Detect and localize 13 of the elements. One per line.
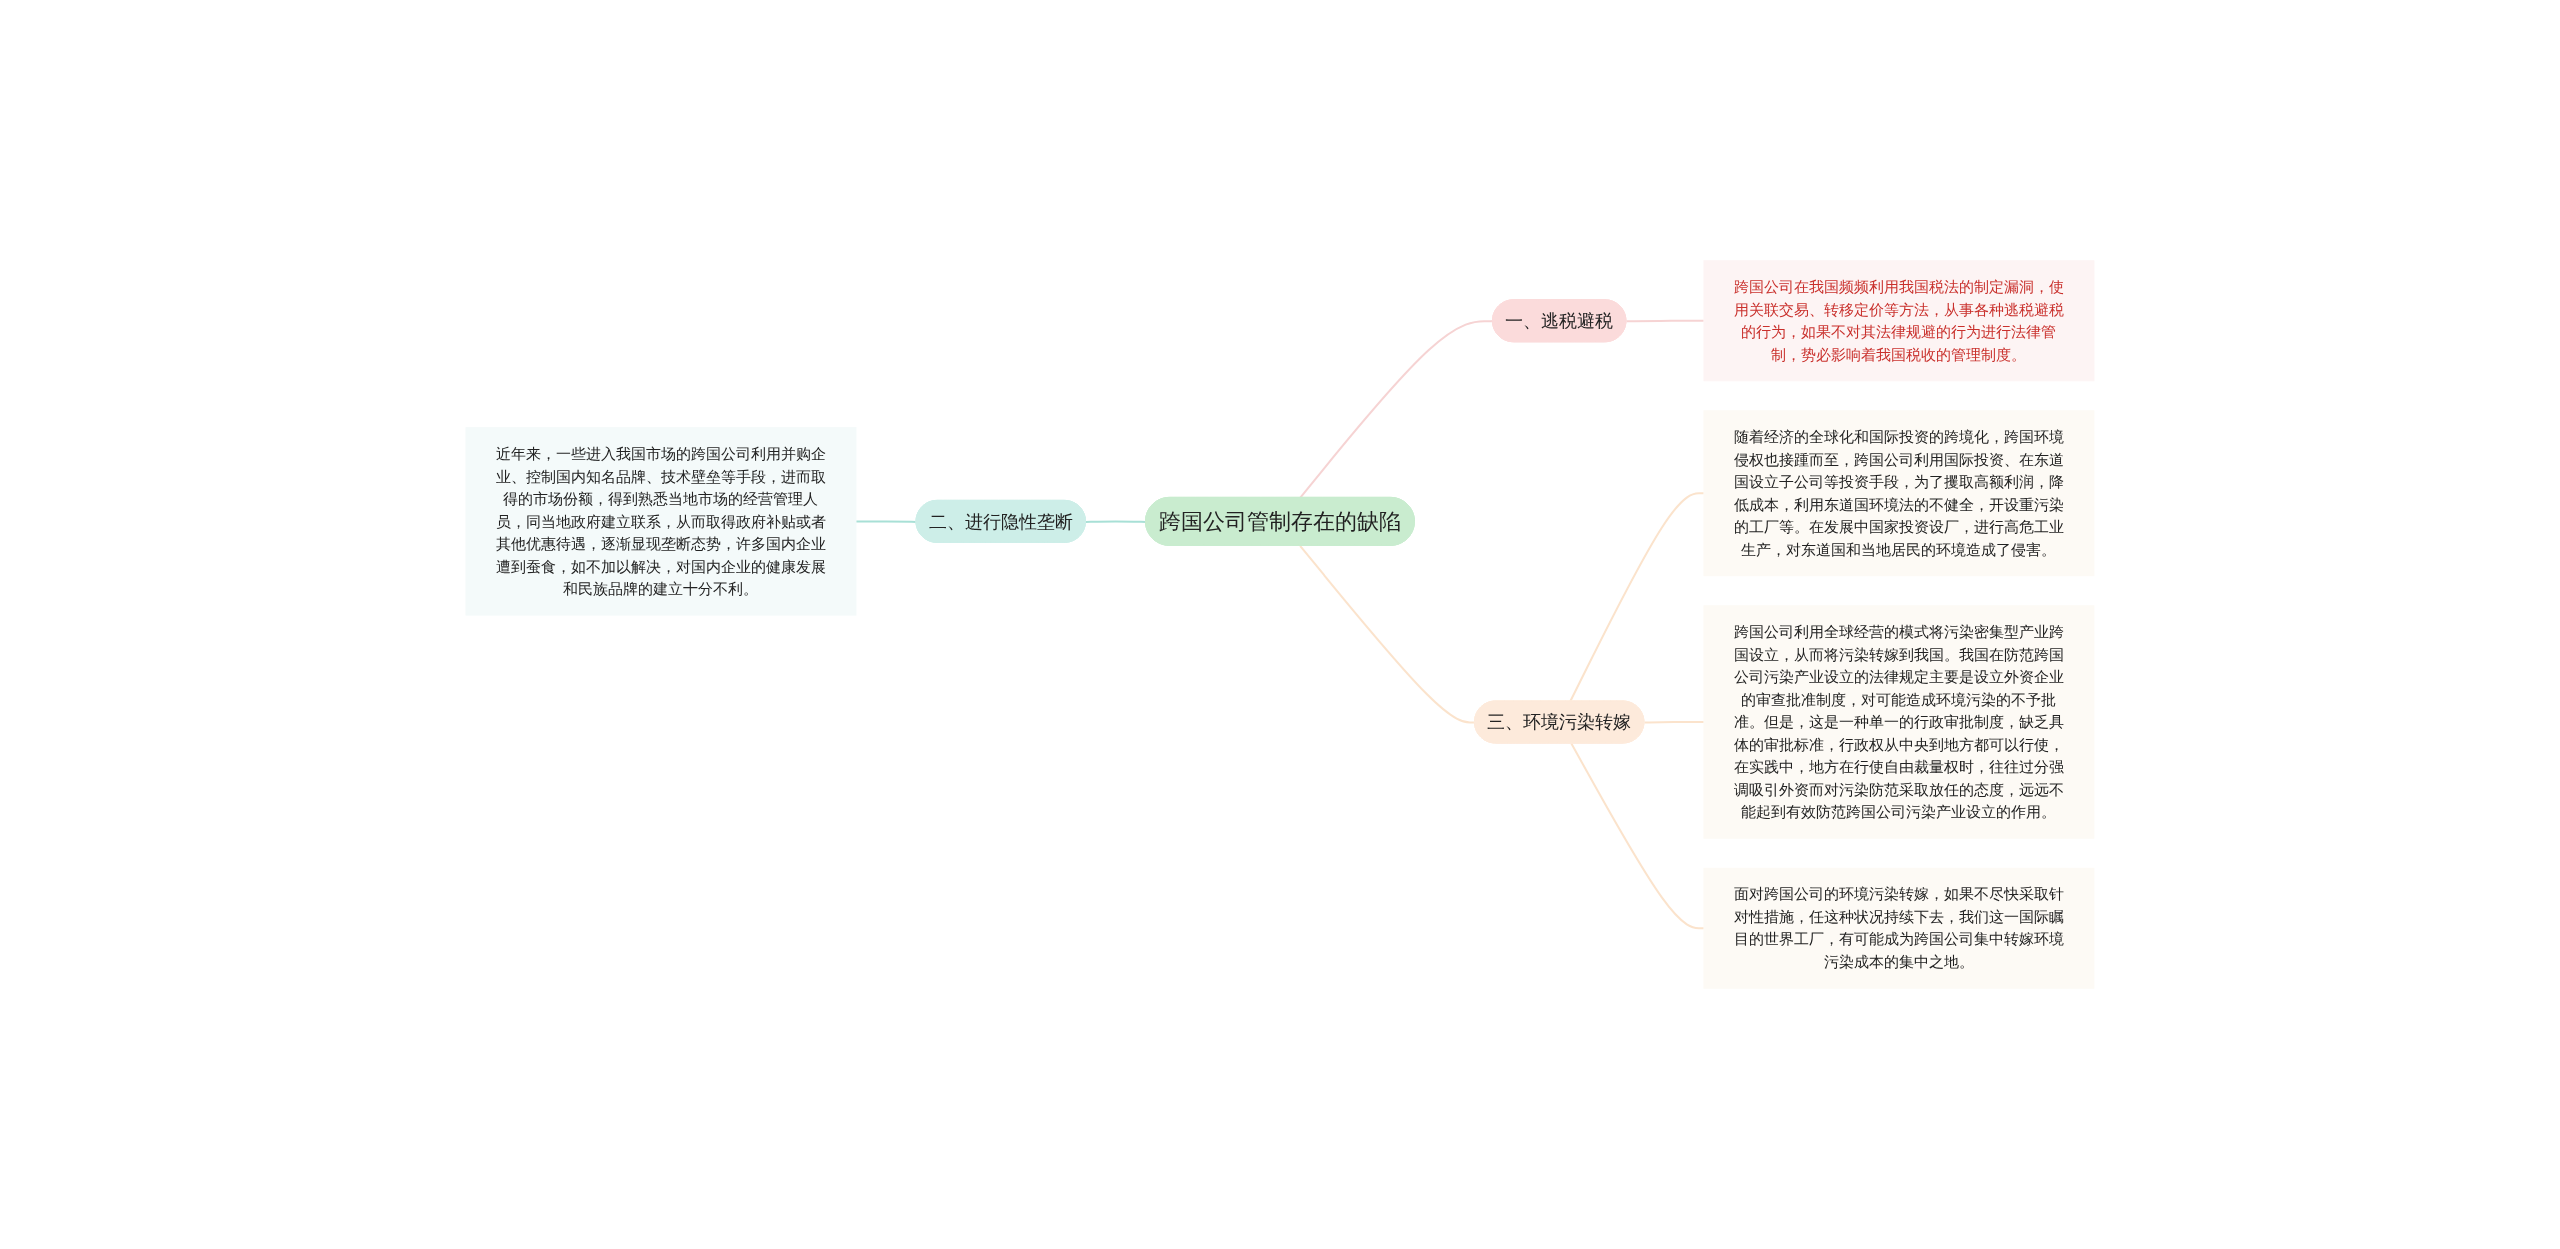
connector xyxy=(1569,492,1705,703)
connector xyxy=(1299,544,1476,724)
node-box: 随着经济的全球化和国际投资的跨境化，跨国环境侵权也接踵而至，跨国公司利用国际投资、在东道国设立子公司等投资手段，为了攫取高额利润，降低成本，利用东道国环境法的不健全，开设重污染的工厂等。在发展中国家投资设厂，进行高危工业生产，对东道国和当地居民的环境造成了侵害。 xyxy=(1703,410,2095,577)
node-box: 跨国公司在我国频频利用我国税法的制定漏洞，使用关联交易、转移定价等方法，从事各种逃税避税的行为，如果不对其法律规避的行为进行法律管制，势必影响着我国税收的管理制度。 xyxy=(1703,260,2095,382)
connector xyxy=(1085,520,1147,523)
connector xyxy=(1299,320,1494,499)
connector xyxy=(1570,742,1705,930)
node-box: 跨国公司利用全球经营的模式将污染密集型产业跨国设立，从而将污染转嫁到我国。我国在防范跨国公司污染产业设立的法律规定主要是设立外资企业的审查批准制度，对可能造成环境污染的不予批准。但是，这是一种单一的行政审批制度，缺乏具体的审批标准，行政权从中央到地方都可以行使，在实践中，地方在行使自由裁量权时，往往过分强调吸引外资而对污染防范采取放任的态度，远远不能起到有效防范跨国公司污染产业设立的作用。 xyxy=(1703,605,2095,839)
connector xyxy=(855,520,918,523)
node-box: 面对跨国公司的环境污染转嫁，如果不尽快采取针对性措施，任这种状况持续下去，我们这一国际瞩目的世界工厂，有可能成为跨国公司集中转嫁环境污染成本的集中之地。 xyxy=(1703,867,2095,989)
connector xyxy=(1625,319,1705,323)
connector xyxy=(1643,721,1705,724)
node-box: 近年来，一些进入我国市场的跨国公司利用并购企业、控制国内知名品牌、技术壁垒等手段，进而取得的市场份额，得到熟悉当地市场的经营管理人员，同当地政府建立联系，从而取得政府补贴或者其他优惠待遇，逐渐显现垄断态势，许多国内企业遭到蚕食，如不加以解决，对国内企业的健康发展和民族品牌的建立十分不利。 xyxy=(465,427,857,616)
